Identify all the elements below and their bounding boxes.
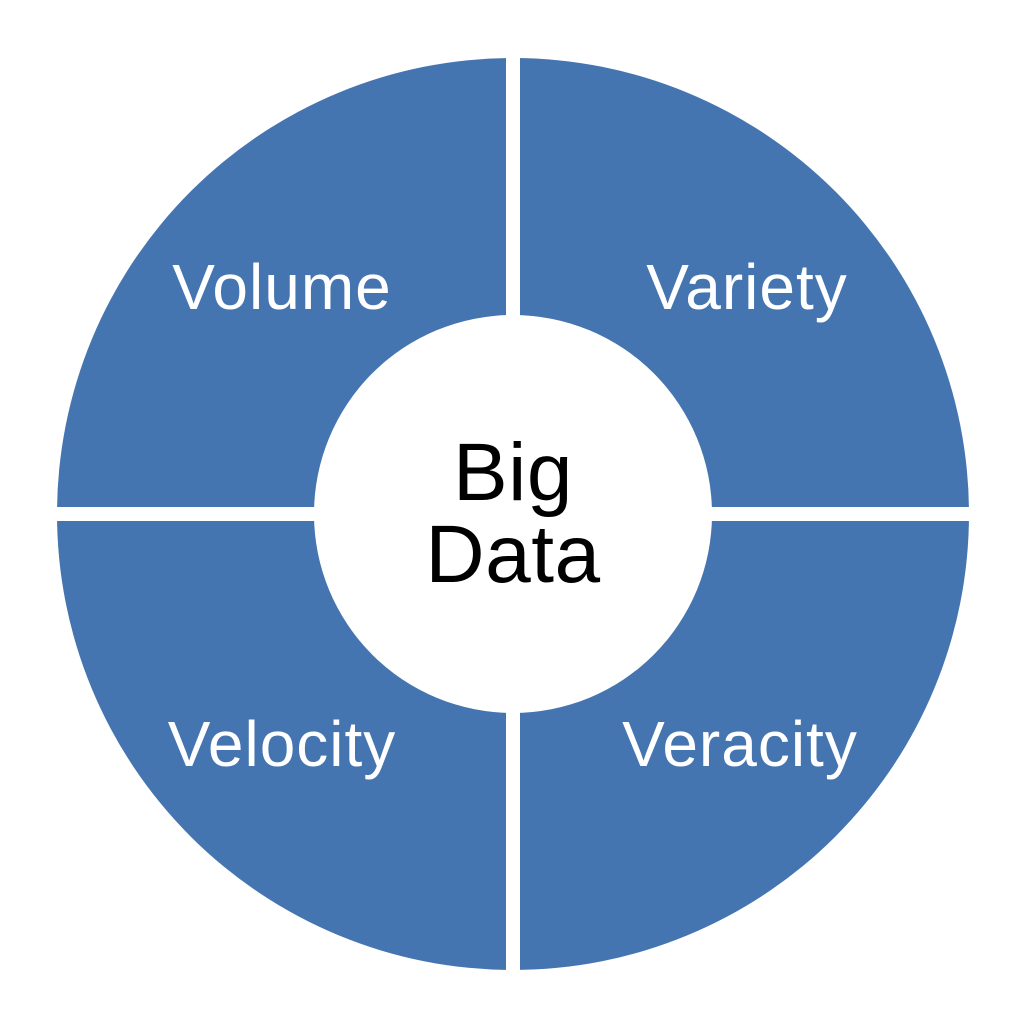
center-label-line2: Data	[425, 509, 601, 600]
label-veracity: Veracity	[622, 708, 858, 780]
label-volume: Volume	[172, 251, 392, 323]
label-velocity: Velocity	[167, 708, 397, 780]
center-label-line1: Big	[452, 427, 573, 518]
label-variety: Variety	[646, 251, 848, 323]
center-label: Big Data	[425, 432, 600, 596]
center-circle	[314, 315, 712, 713]
